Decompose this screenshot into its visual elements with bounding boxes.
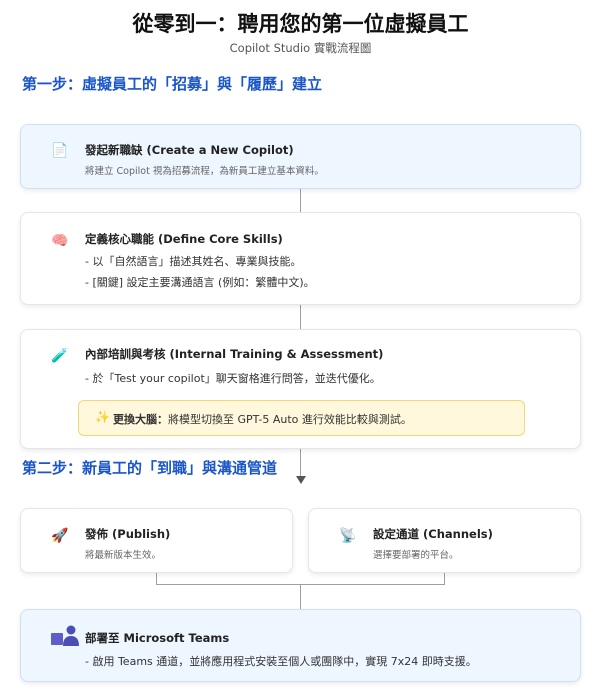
card-title: 發起新職缺 (Create a New Copilot): [85, 143, 294, 157]
document-icon: 📄: [51, 143, 69, 159]
card-title: 發佈 (Publish): [85, 527, 171, 541]
page-title: 從零到一：聘用您的第一位虛擬員工: [132, 12, 469, 36]
connector-line: [300, 305, 301, 329]
tip-text: 更換大腦：將模型切換至 GPT-5 Auto 進行效能比較與測試。: [113, 411, 412, 427]
rocket-icon: 🚀: [51, 528, 69, 544]
arrow-down-icon: [296, 476, 306, 484]
tip-body: 將模型切換至 GPT-5 Auto 進行效能比較與測試。: [168, 413, 412, 426]
deploy-teams-card[interactable]: 部署至 Microsoft Teams - 啟用 Teams 通道，並將應用程式…: [20, 609, 581, 682]
connector-line: [300, 188, 301, 212]
card-title: 部署至 Microsoft Teams: [85, 631, 230, 645]
step1-heading: 第一步：虛擬員工的「招募」與「履歷」建立: [22, 75, 323, 93]
satellite-icon: 📡: [339, 528, 357, 544]
sparkle-icon: ✨: [95, 410, 110, 424]
card-line: - [關鍵] 設定主要溝通語言 (例如：繁體中文)。: [85, 276, 315, 289]
card-description: 將最新版本生效。: [85, 550, 162, 561]
card-title: 定義核心職能 (Define Core Skills): [85, 232, 283, 246]
connector-line: [156, 572, 157, 584]
create-copilot-card[interactable]: 📄 發起新職缺 (Create a New Copilot) 將建立 Copil…: [20, 124, 581, 189]
card-description: 將建立 Copilot 視為招募流程，為新員工建立基本資料。: [85, 166, 324, 177]
tip-box: ✨ 更換大腦：將模型切換至 GPT-5 Auto 進行效能比較與測試。: [78, 400, 525, 436]
card-title: 設定通道 (Channels): [373, 527, 493, 541]
connector-line: [444, 572, 445, 584]
brain-icon: 🧠: [51, 233, 69, 249]
channels-card[interactable]: 📡 設定通道 (Channels) 選擇要部署的平台。: [308, 508, 581, 573]
training-card[interactable]: 🧪 內部培訓與考核 (Internal Training & Assessmen…: [20, 329, 581, 449]
publish-card[interactable]: 🚀 發佈 (Publish) 將最新版本生效。: [20, 508, 293, 573]
test-tube-icon: 🧪: [51, 348, 69, 364]
connector-line: [300, 448, 301, 478]
card-title: 內部培訓與考核 (Internal Training & Assessment): [85, 347, 384, 361]
step2-heading: 第二步：新員工的「到職」與溝通管道: [22, 459, 278, 477]
card-line: - 啟用 Teams 通道，並將應用程式安裝至個人或團隊中，實現 7x24 即時…: [85, 655, 477, 668]
connector-line: [300, 584, 301, 609]
page-subtitle: Copilot Studio 實戰流程圖: [229, 41, 372, 55]
card-description: 選擇要部署的平台。: [373, 550, 459, 561]
card-line: - 於「Test your copilot」聊天窗格進行問答，並迭代優化。: [85, 372, 381, 385]
tip-label: 更換大腦：: [113, 413, 168, 426]
card-line: - 以「自然語言」描述其姓名、專業與技能。: [85, 255, 302, 268]
teams-icon: [49, 624, 81, 648]
define-skills-card[interactable]: 🧠 定義核心職能 (Define Core Skills) - 以「自然語言」描…: [20, 212, 581, 305]
